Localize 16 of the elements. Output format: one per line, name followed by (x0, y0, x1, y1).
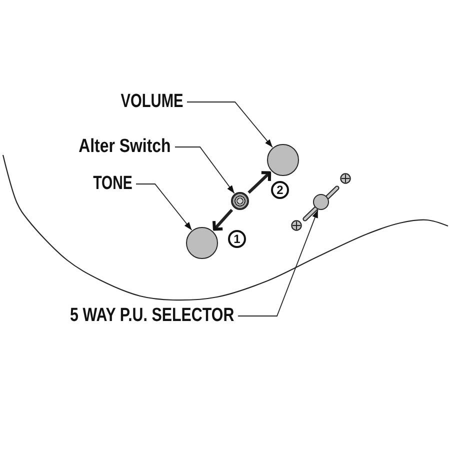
part-label: Alter Switch (78, 137, 171, 157)
part-label: 5 WAY P.U. SELECTOR (70, 306, 234, 326)
selector-knob (313, 194, 329, 210)
control-knob (186, 227, 218, 259)
leader-line (186, 102, 273, 148)
callout-number: 2 (271, 181, 289, 199)
leader-line (174, 146, 235, 194)
part-label: VOLUME (120, 92, 183, 112)
leader-line (136, 184, 192, 231)
arrow (212, 208, 234, 231)
part-label: TONE (92, 174, 132, 194)
mini-switch (231, 192, 249, 210)
control-knob (267, 144, 299, 176)
leader-line (238, 209, 318, 316)
callout-number: 1 (228, 230, 246, 248)
arrow (248, 171, 272, 194)
